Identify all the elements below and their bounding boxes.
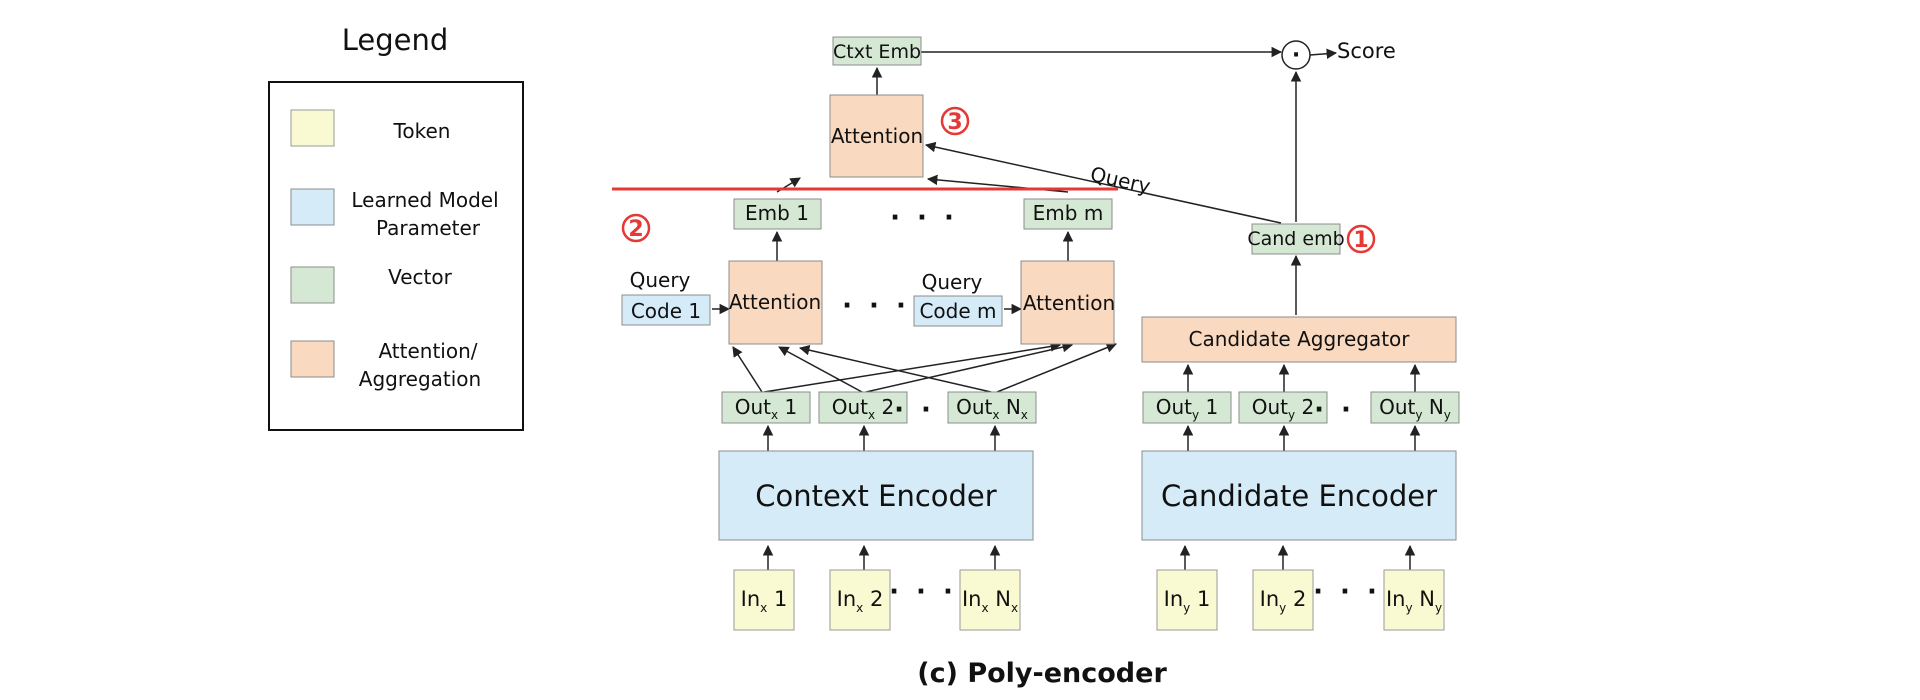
context-encoder-label: Context Encoder: [755, 479, 996, 513]
candidate-inputs: Iny 1 Iny 2 · · · Iny Ny: [1156, 569, 1445, 631]
legend-label-attention-line1: Attention/: [378, 339, 477, 363]
attention-m-label: Attention: [1023, 291, 1115, 315]
context-input-2-label: Inx 2: [837, 587, 884, 615]
legend-label-parameter-line2: Parameter: [376, 216, 481, 240]
emb-m-box: [1023, 198, 1113, 230]
candidate-encoder-box: [1141, 450, 1457, 541]
candidate-output-1-label: Outy 1: [1156, 395, 1218, 422]
marker-3-label: 3: [947, 110, 962, 135]
context-output-2-label: Outx 2: [832, 395, 894, 422]
legend-label-attention-line2: Aggregation: [359, 367, 481, 391]
cand-emb-box: [1251, 223, 1341, 255]
context-output-n-label: Outx Nx: [956, 395, 1028, 422]
query-label-code-1: Query: [630, 268, 691, 292]
candidate-outputs: Outy 1 Outy 2 · · · Outy Ny: [1142, 391, 1460, 425]
candidate-aggregator-label: Candidate Aggregator: [1188, 327, 1410, 351]
candidate-input-1-label: Iny 1: [1164, 587, 1211, 615]
ctxt-emb-label: Ctxt Emb: [833, 41, 921, 63]
top-attention-label: Attention: [831, 124, 923, 148]
cand-emb-label: Cand emb: [1247, 228, 1344, 250]
legend-label-token: Token: [393, 119, 451, 143]
candidate-output-n: [1370, 391, 1460, 424]
context-output-ellipsis: · · ·: [894, 395, 962, 425]
candidate-input-n: [1383, 569, 1445, 631]
legend: Legend Token Learned Model Parameter Vec…: [268, 23, 524, 431]
context-encoder-box: [718, 450, 1034, 541]
marker-1-label: 1: [1353, 228, 1368, 253]
candidate-input-ellipsis: · · ·: [1313, 577, 1381, 607]
code-1-label: Code 1: [631, 299, 701, 323]
attention-m-box: [1020, 260, 1115, 345]
context-input-2: [829, 569, 891, 631]
legend-swatch-token: [290, 109, 335, 147]
marker-3-circle: [940, 106, 970, 136]
context-input-ellipsis: · · ·: [889, 577, 957, 607]
legend-swatch-parameter: [290, 188, 335, 226]
context-input-1: [733, 569, 795, 631]
top-attention-box: [829, 94, 924, 178]
attention-ellipsis: · · ·: [842, 291, 910, 321]
code-m-box: [913, 295, 1003, 327]
candidate-input-n-label: Iny Ny: [1386, 587, 1442, 615]
connections: [712, 46, 1421, 570]
query-label-candidate: Query: [1088, 162, 1153, 199]
candidate-output-n-label: Outy Ny: [1379, 395, 1451, 422]
context-output-1-label: Outx 1: [735, 395, 797, 422]
legend-title: Legend: [342, 23, 449, 57]
candidate-aggregator-box: [1141, 316, 1457, 363]
dot-product-symbol: ·: [1292, 43, 1300, 68]
emb-1-box: [733, 198, 822, 230]
attention-1-label: Attention: [729, 290, 821, 314]
dot-product-operator: [1281, 40, 1311, 70]
context-outputs: Outx 1 Outx 2 · · · Outx Nx: [721, 391, 1037, 425]
legend-swatch-vector: [290, 266, 335, 304]
emb-m-label: Emb m: [1033, 201, 1104, 225]
candidate-output-1: [1142, 391, 1232, 424]
ctxt-emb-box: [832, 36, 922, 66]
emb-1-label: Emb 1: [745, 201, 809, 225]
attention-1-box: [728, 260, 823, 345]
candidate-output-2-label: Outy 2: [1252, 395, 1314, 422]
legend-label-parameter-line1: Learned Model: [351, 188, 498, 212]
candidate-input-1: [1156, 569, 1218, 631]
marker-2-label: 2: [628, 217, 643, 242]
emb-ellipsis: · · ·: [890, 203, 958, 233]
candidate-input-2: [1252, 569, 1314, 631]
code-m-label: Code m: [919, 299, 996, 323]
context-inputs: Inx 1 Inx 2 · · · Inx Nx: [733, 569, 1021, 631]
candidate-input-2-label: Iny 2: [1260, 587, 1307, 615]
candidate-output-2: [1238, 391, 1328, 424]
code-1-box: [621, 294, 711, 326]
context-input-n-label: Inx Nx: [962, 587, 1018, 615]
context-output-n: [947, 391, 1037, 424]
marker-2-circle: [621, 213, 651, 243]
context-input-n: [959, 569, 1021, 631]
query-label-code-m: Query: [922, 270, 983, 294]
candidate-encoder-label: Candidate Encoder: [1161, 479, 1437, 513]
figure-caption: (c) Poly-encoder: [917, 658, 1167, 689]
context-output-2: [818, 391, 908, 424]
candidate-output-ellipsis: · · ·: [1314, 395, 1382, 425]
score-label: Score: [1337, 39, 1396, 63]
context-output-1: [721, 391, 811, 424]
legend-label-vector: Vector: [388, 265, 453, 289]
context-input-1-label: Inx 1: [741, 587, 788, 615]
marker-1-circle: [1346, 224, 1376, 254]
legend-swatch-attention: [290, 340, 335, 378]
